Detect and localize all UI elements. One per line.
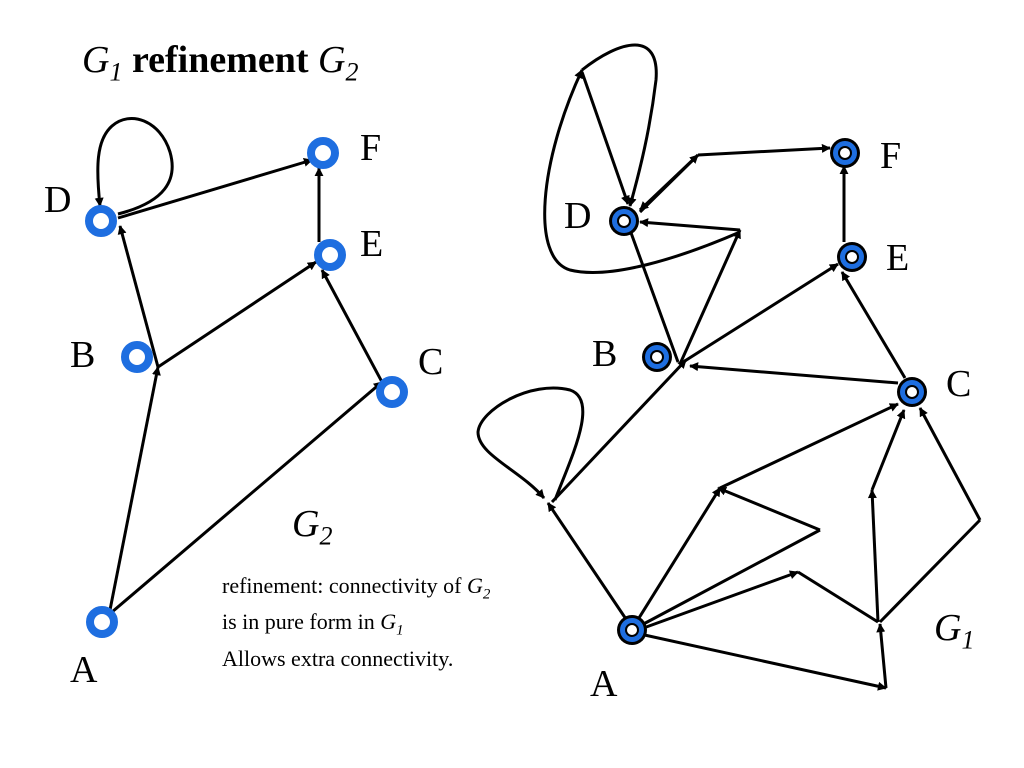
g1-edge-a-j2 <box>632 487 722 627</box>
g1-edge-j1-loop <box>476 386 585 501</box>
g1-edge-j11-f <box>697 143 831 157</box>
g1-edge-a-j4 <box>637 570 799 632</box>
g1-edge-a-j3 <box>635 528 821 630</box>
note-line-2-var: G <box>380 609 397 635</box>
g1-label-f: F <box>880 135 902 177</box>
g2-graph-label: G2 <box>292 504 332 557</box>
g1-edge-a-j5 <box>639 632 887 691</box>
note-line-1: refinement: connectivity of G2 <box>222 572 490 608</box>
g1-edge-j9-e <box>679 262 839 366</box>
title-left-graph: G <box>82 39 110 81</box>
g1-edge-a-j1 <box>546 502 634 629</box>
g2-edge-a-c <box>111 380 383 614</box>
g2-label-d: D <box>44 179 72 221</box>
g1-edge-j3-j2 <box>717 486 821 532</box>
g2-node-b <box>121 341 153 373</box>
g1-edge-j7-c <box>870 409 906 491</box>
title-right-graph: G <box>318 39 346 81</box>
g1-label-a: A <box>590 663 618 705</box>
note-line-1-var: G <box>466 573 483 598</box>
note-line-2-sub: 1 <box>396 622 404 639</box>
g2-graph-sub: 2 <box>319 521 333 551</box>
g1-edge-j11-d <box>638 153 700 212</box>
title-left-sub: 1 <box>109 57 123 87</box>
refinement-note: refinement: connectivity of G2 is in pur… <box>222 572 490 672</box>
note-line-2: is in pure form in G1 <box>222 608 490 644</box>
g1-edge-j5-j6 <box>876 623 888 689</box>
g1-edge-loop-top <box>581 43 658 207</box>
g1-graph-letter: G <box>934 607 962 649</box>
g1-edge-j2-c <box>719 402 899 490</box>
g2-edge-d-f <box>117 158 313 220</box>
g1-node-f <box>830 138 860 168</box>
g2-edge-a-b <box>108 366 161 611</box>
g1-edge-j9-d <box>628 229 680 363</box>
g2-edge-b-e <box>157 260 317 369</box>
g1-edge-c-e <box>840 271 907 379</box>
g2-node-a <box>86 606 118 638</box>
note-line-2-text: is in pure form in <box>222 609 381 635</box>
g2-graph-letter: G <box>292 503 320 545</box>
g1-graph-sub: 1 <box>961 625 975 655</box>
g2-edge-b-d <box>117 225 160 368</box>
g1-node-d <box>609 206 639 236</box>
g1-label-c: C <box>946 363 972 405</box>
g2-edges <box>94 117 384 614</box>
g2-label-f: F <box>360 127 382 169</box>
g1-nodes <box>609 138 927 645</box>
g2-node-f <box>307 137 339 169</box>
note-line-1-text: refinement: connectivity of <box>222 573 467 598</box>
g1-edge-top-d <box>580 71 630 205</box>
g1-edges <box>476 43 982 691</box>
g1-edge-j1-j9 <box>550 358 688 504</box>
g1-edge-j8-c <box>918 407 982 521</box>
title-word: refinement <box>131 39 309 81</box>
g1-graph-label: G1 <box>934 608 974 661</box>
g2-node-c <box>376 376 408 408</box>
g1-edge-j9-j10 <box>678 229 742 365</box>
g1-edge-j6-j8 <box>878 518 982 624</box>
g2-node-e <box>314 239 346 271</box>
diagram-title: G1 refinement G2 <box>82 38 358 95</box>
g2-edge-c-e <box>320 269 384 383</box>
g1-node-c <box>897 377 927 407</box>
g1-label-e: E <box>886 237 910 279</box>
g2-edge-d-d-loop <box>94 117 174 216</box>
g1-edge-j10-loop <box>543 69 741 274</box>
g1-node-e <box>837 242 867 272</box>
g1-node-a <box>617 615 647 645</box>
g1-label-d: D <box>564 195 592 237</box>
note-line-3: Allows extra connectivity. <box>222 645 454 671</box>
title-right-sub: 2 <box>345 57 359 87</box>
g1-label-b: B <box>592 333 618 375</box>
g2-label-e: E <box>360 223 384 265</box>
note-line-1-sub: 2 <box>482 586 491 603</box>
g2-label-c: C <box>418 341 444 383</box>
g2-label-a: A <box>70 649 98 691</box>
g2-nodes <box>85 137 408 638</box>
g1-edge-j6-j7 <box>867 489 880 623</box>
g2-node-d <box>85 205 117 237</box>
g1-node-b <box>642 342 672 372</box>
g1-edge-j4-j6 <box>797 570 879 624</box>
g2-label-b: B <box>70 334 96 376</box>
g1-edge-j10-d <box>639 218 741 232</box>
g1-edge-c-j9 <box>689 362 899 385</box>
